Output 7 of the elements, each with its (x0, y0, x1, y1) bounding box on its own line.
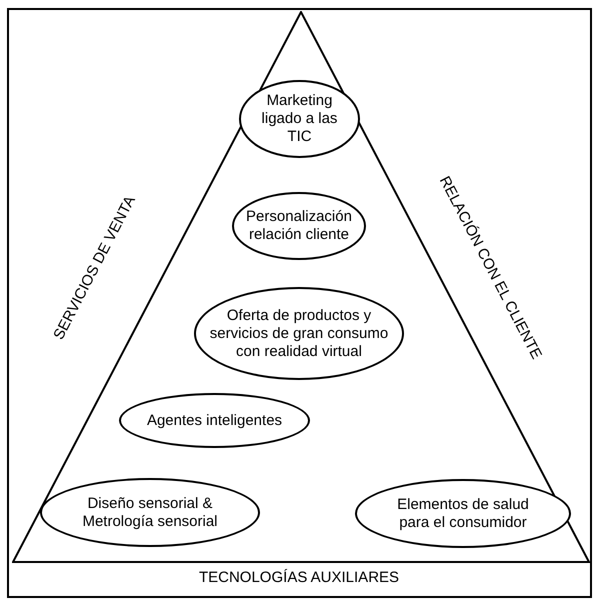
ellipse-node: Diseño sensorial & Metrología sensorial (40, 478, 260, 547)
ellipse-node: Elementos de salud para el consumidor (355, 479, 571, 548)
ellipse-node: Oferta de productos y servicios de gran consumo con realidad virtual (194, 287, 404, 380)
ellipse-node: Marketing ligado a las TIC (239, 80, 360, 158)
side-label: TECNOLOGÍAS AUXILIARES (198, 569, 400, 587)
ellipse-node: Agentes inteligentes (119, 393, 310, 448)
ellipse-node: Personalización relación cliente (232, 192, 366, 260)
